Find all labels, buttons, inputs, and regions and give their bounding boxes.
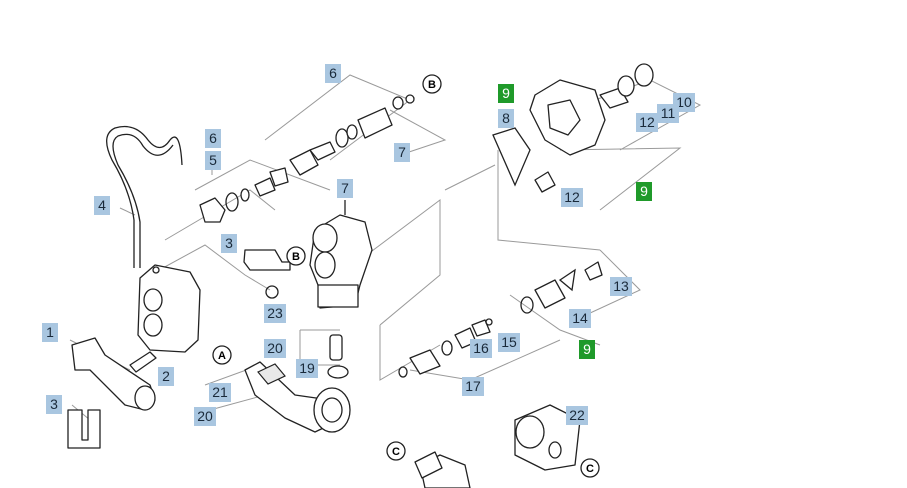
callout-part-6-left[interactable]: 6 (205, 129, 221, 148)
callout-part-21[interactable]: 21 (209, 383, 231, 402)
valve-set-5-6 (199, 167, 289, 223)
connector-part-22 (514, 404, 581, 471)
tube-part-20-21 (244, 361, 351, 433)
callout-part-22[interactable]: 22 (566, 406, 588, 425)
callout-part-4[interactable]: 4 (94, 196, 110, 215)
screw-part-2 (129, 351, 157, 373)
callout-part-6-top[interactable]: 6 (325, 64, 341, 83)
callout-part-20-upper[interactable]: 20 (264, 339, 286, 358)
svg-text:A: A (218, 350, 226, 362)
housing-part-1 (71, 264, 201, 411)
small-valve-part-12 (534, 171, 556, 193)
o-ring-part-23 (265, 285, 279, 299)
callout-part-19[interactable]: 19 (296, 359, 318, 378)
callout-part-9-lower[interactable]: 9 (579, 340, 595, 359)
callout-part-9-top[interactable]: 9 (498, 84, 514, 103)
svg-text:C: C (392, 446, 400, 458)
callout-part-3-lower[interactable]: 3 (46, 395, 62, 414)
callout-part-15[interactable]: 15 (498, 333, 520, 352)
callout-part-7-upper[interactable]: 7 (394, 143, 410, 162)
valve-body-center (309, 200, 373, 309)
marker-b-upper: B (422, 74, 442, 94)
gasket-part-8 (492, 127, 531, 187)
callout-part-12-top[interactable]: 12 (636, 113, 658, 132)
connector-c-left (414, 451, 471, 488)
callout-part-8[interactable]: 8 (498, 109, 514, 128)
callout-part-5[interactable]: 5 (205, 151, 221, 170)
clip-part-3-upper (243, 249, 291, 271)
callout-part-2[interactable]: 2 (158, 367, 174, 386)
callout-part-13[interactable]: 13 (610, 277, 632, 296)
callout-part-23[interactable]: 23 (264, 304, 286, 323)
svg-text:C: C (586, 463, 594, 475)
callout-part-17[interactable]: 17 (462, 377, 484, 396)
callout-part-14[interactable]: 14 (569, 309, 591, 328)
callout-part-1[interactable]: 1 (42, 323, 58, 342)
callout-part-7-center[interactable]: 7 (337, 179, 353, 198)
nozzle-part-19 (327, 334, 349, 379)
callout-part-11[interactable]: 11 (657, 104, 679, 123)
callout-part-3-upper[interactable]: 3 (221, 234, 237, 253)
valve-set-6-7 (289, 94, 415, 176)
callout-part-16[interactable]: 16 (470, 339, 492, 358)
svg-text:B: B (292, 251, 300, 263)
clip-part-3-lower (67, 409, 101, 449)
marker-c-left: C (386, 441, 406, 461)
svg-text:B: B (428, 79, 436, 91)
marker-b-center: B (286, 246, 306, 266)
valve-set-13-14 (520, 261, 603, 314)
marker-a: A (212, 345, 232, 365)
callout-part-9-right[interactable]: 9 (636, 182, 652, 201)
marker-c-right: C (580, 458, 600, 478)
callout-part-20-lower[interactable]: 20 (194, 407, 216, 426)
hose-part-4 (106, 125, 183, 268)
callout-part-12-lower[interactable]: 12 (561, 188, 583, 207)
pump-head-assembly (529, 63, 654, 156)
